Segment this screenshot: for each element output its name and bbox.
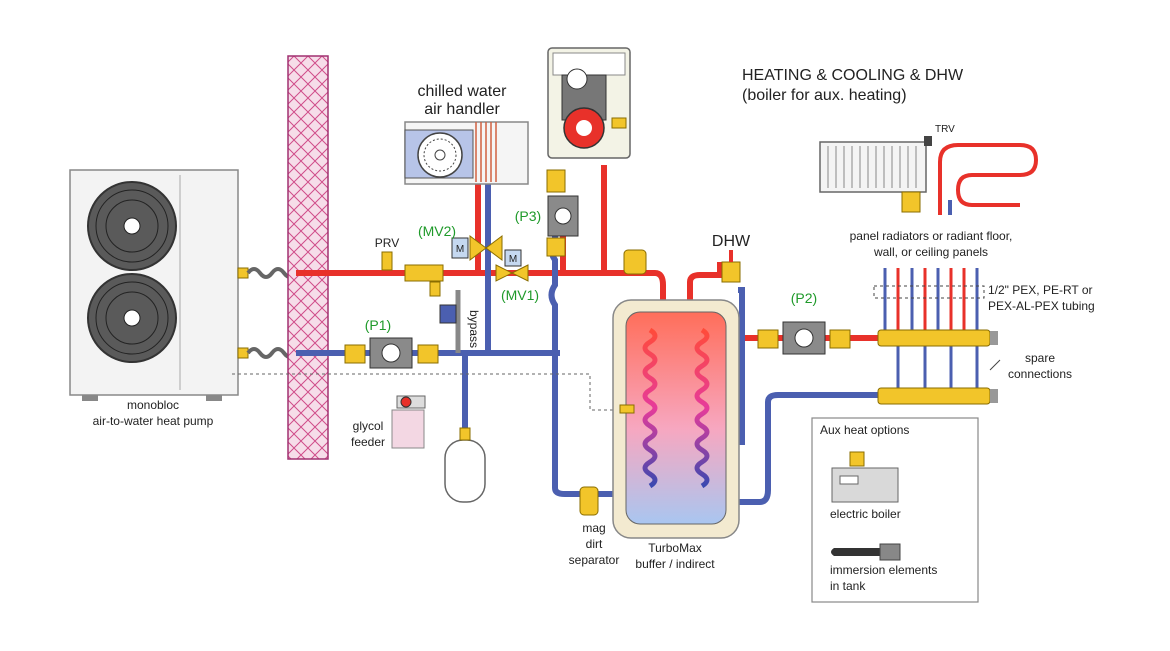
chilled-water-air-handler — [404, 121, 529, 185]
motorized-valve-mv1: M — [495, 249, 529, 282]
pump-p3 — [546, 169, 579, 257]
pressure-relief-valve — [381, 251, 393, 271]
immersion-element-icon — [831, 543, 901, 561]
manifold-tubing — [883, 268, 979, 388]
immersion-label-line1: immersion elements — [830, 563, 937, 577]
tubing-callout-box — [873, 285, 985, 299]
motorized-valve-mv2: M — [451, 235, 503, 261]
dhw-mixing-valve — [721, 250, 741, 283]
pump-p3-label: (P3) — [515, 208, 541, 224]
valve-mv1-label: (MV1) — [501, 287, 539, 303]
expansion-tank — [444, 427, 486, 503]
mag-dirt-separator — [579, 486, 599, 516]
radiant-floor-loop — [938, 143, 1039, 215]
mag-label-line1: mag — [582, 521, 605, 535]
fill-valve-assembly — [404, 264, 444, 297]
dhw-label: DHW — [712, 233, 751, 250]
pump-p2-label: (P2) — [791, 290, 817, 306]
air-separator — [623, 249, 647, 275]
diagram-title-line1: HEATING & COOLING & DHW — [742, 67, 964, 84]
tank-label-line1: TurboMax — [648, 541, 702, 555]
immersion-label-line2: in tank — [830, 579, 866, 593]
air-handler-label-line2: air handler — [424, 101, 500, 118]
glycol-label-line1: glycol — [353, 419, 384, 433]
aux-heat-options-panel — [811, 417, 979, 603]
pex-label-line2: PEX-AL-PEX tubing — [988, 299, 1095, 313]
aux-boiler — [547, 47, 631, 159]
tank-label-line2: buffer / indirect — [635, 557, 715, 571]
mag-label-line2: dirt — [586, 537, 603, 551]
pex-label-line1: 1/2" PEX, PE-RT or — [988, 283, 1093, 297]
spare-label-line1: spare — [1025, 351, 1055, 365]
pump-p1-label: (P1) — [365, 317, 391, 333]
heat-pump-label-line1: monobloc — [127, 398, 179, 412]
panel-label-line1: panel radiators or radiant floor, — [850, 229, 1013, 243]
pump-p1 — [344, 337, 439, 369]
return-manifold — [877, 387, 998, 405]
glycol-label-line2: feeder — [351, 435, 385, 449]
glycol-feeder — [391, 395, 426, 449]
panel-radiator — [819, 136, 932, 213]
heat-pump-fan-lower — [87, 273, 177, 363]
valve-mv2-label: (MV2) — [418, 223, 456, 239]
panel-label-line2: wall, or ceiling panels — [873, 245, 988, 259]
prv-label: PRV — [375, 236, 399, 250]
supply-manifold — [877, 329, 998, 347]
spare-leader-line — [989, 359, 1001, 371]
aux-heat-title: Aux heat options — [820, 423, 909, 437]
bypass-label: bypass — [467, 310, 481, 348]
heat-pump-unit — [69, 169, 249, 401]
electric-boiler-icon — [831, 451, 899, 503]
pump-p2 — [757, 321, 851, 355]
heat-pump-label-line2: air-to-water heat pump — [93, 414, 214, 428]
spare-label-line2: connections — [1008, 367, 1072, 381]
wall-insulation — [287, 55, 329, 460]
mag-label-line3: separator — [569, 553, 620, 567]
air-handler-label-line1: chilled water — [418, 83, 508, 100]
turbomax-tank — [612, 299, 740, 539]
trv-label: TRV — [935, 124, 955, 135]
diagram-title-line2: (boiler for aux. heating) — [742, 87, 907, 104]
mv1-motor-letter: M — [509, 254, 517, 265]
electric-boiler-label: electric boiler — [830, 507, 901, 521]
heat-pump-fan-upper — [87, 181, 177, 271]
bypass-valve — [439, 304, 457, 324]
mv2-motor-letter: M — [456, 244, 464, 255]
